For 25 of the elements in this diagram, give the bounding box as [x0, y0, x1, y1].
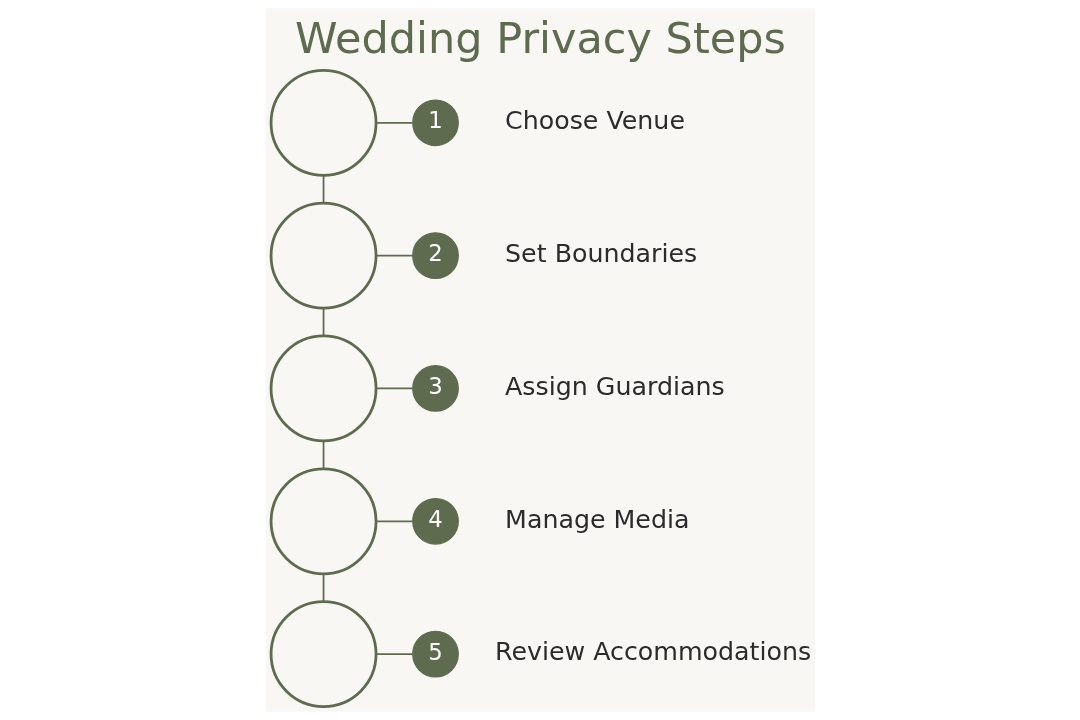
node-circle	[269, 600, 377, 708]
node-circle	[269, 334, 377, 443]
connector	[374, 387, 413, 390]
connector	[322, 573, 324, 603]
node-circle: 2	[411, 232, 459, 280]
node-label: Set Boundaries	[504, 238, 697, 268]
node-circle: 4	[411, 497, 459, 545]
node-label: Review Accommodations	[494, 637, 811, 667]
connector	[322, 307, 324, 337]
connector	[374, 520, 413, 523]
node-circle: 3	[411, 365, 459, 412]
connector	[374, 653, 413, 655]
node-circle	[269, 201, 377, 310]
diagram-title: Wedding Privacy Steps	[294, 12, 786, 63]
node-circle	[269, 467, 377, 576]
node-circle: 1	[411, 99, 459, 147]
node-label: Manage Media	[504, 504, 689, 534]
node-circle	[269, 68, 377, 177]
node-label: Choose Venue	[504, 106, 685, 136]
connector	[374, 254, 413, 257]
node-label: Assign Guardians	[504, 371, 725, 401]
connector	[322, 440, 324, 470]
connector	[374, 121, 413, 124]
node-circle: 5	[411, 630, 459, 678]
connector	[322, 175, 324, 204]
